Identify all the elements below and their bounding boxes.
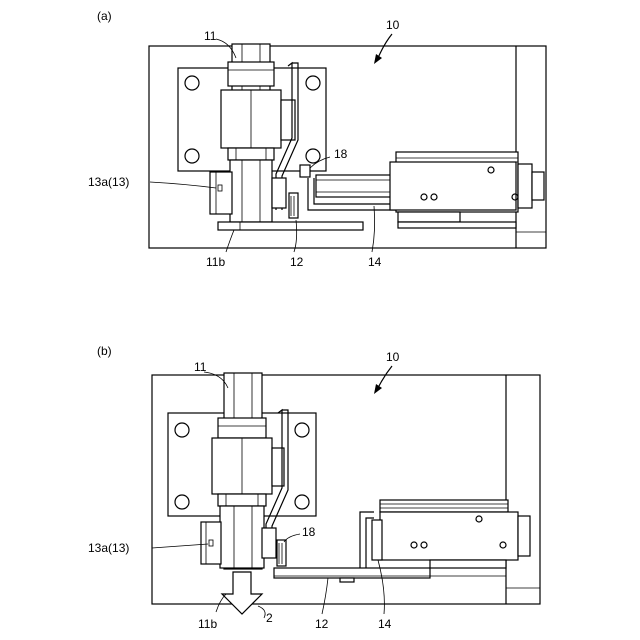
clamp-a [210, 172, 232, 214]
label-2-b: 2 [266, 611, 273, 625]
label-10-a: 10 [386, 18, 400, 32]
figure-b-panel-label: (b) [97, 344, 112, 358]
bolt-a-3 [185, 149, 199, 163]
label-14-b: 14 [378, 617, 392, 631]
label-11b-a: 11b [206, 255, 225, 269]
coupling-upper-b [218, 418, 266, 438]
sensor-18-b [277, 540, 286, 566]
housing-a [149, 46, 546, 248]
bolt-b-3 [175, 495, 189, 509]
label-11-a: 11 [204, 29, 217, 43]
bolt-b-1 [175, 423, 189, 437]
label-10-b: 10 [386, 350, 400, 364]
label-11-b: 11 [194, 360, 207, 374]
label-13a-a: 13a(13) [88, 175, 129, 189]
label-11b-b: 11b [198, 617, 217, 631]
coupling-upper-a [228, 62, 274, 86]
label-12-b: 12 [315, 617, 329, 631]
label-18-b: 18 [302, 525, 316, 539]
plate-12-b [274, 568, 430, 578]
pipe-body-a [230, 160, 272, 222]
figure-a-panel-label: (a) [97, 9, 112, 23]
bolt-a-1 [185, 76, 199, 90]
bracket-a [281, 100, 295, 140]
figure-a: (a) [88, 9, 546, 269]
label-18-a: 18 [334, 147, 348, 161]
down-arrow-2 [222, 572, 262, 614]
bolt-a-4 [306, 149, 320, 163]
arm-block-a [272, 178, 286, 208]
label-13a-b: 13a(13) [88, 541, 129, 555]
arrow-10-b [378, 366, 392, 388]
clamp-b [201, 522, 221, 564]
arm-block-b [262, 528, 276, 558]
sensor-18-a [289, 193, 298, 218]
figure-b: (b) [88, 344, 540, 631]
bolt-a-2 [306, 76, 320, 90]
bolt-b-4 [295, 495, 309, 509]
bolt-b-2 [295, 423, 309, 437]
cylinder-b [380, 512, 518, 560]
label-14-a: 14 [368, 255, 382, 269]
pipe-body-b [220, 506, 264, 568]
label-12-a: 12 [290, 255, 304, 269]
